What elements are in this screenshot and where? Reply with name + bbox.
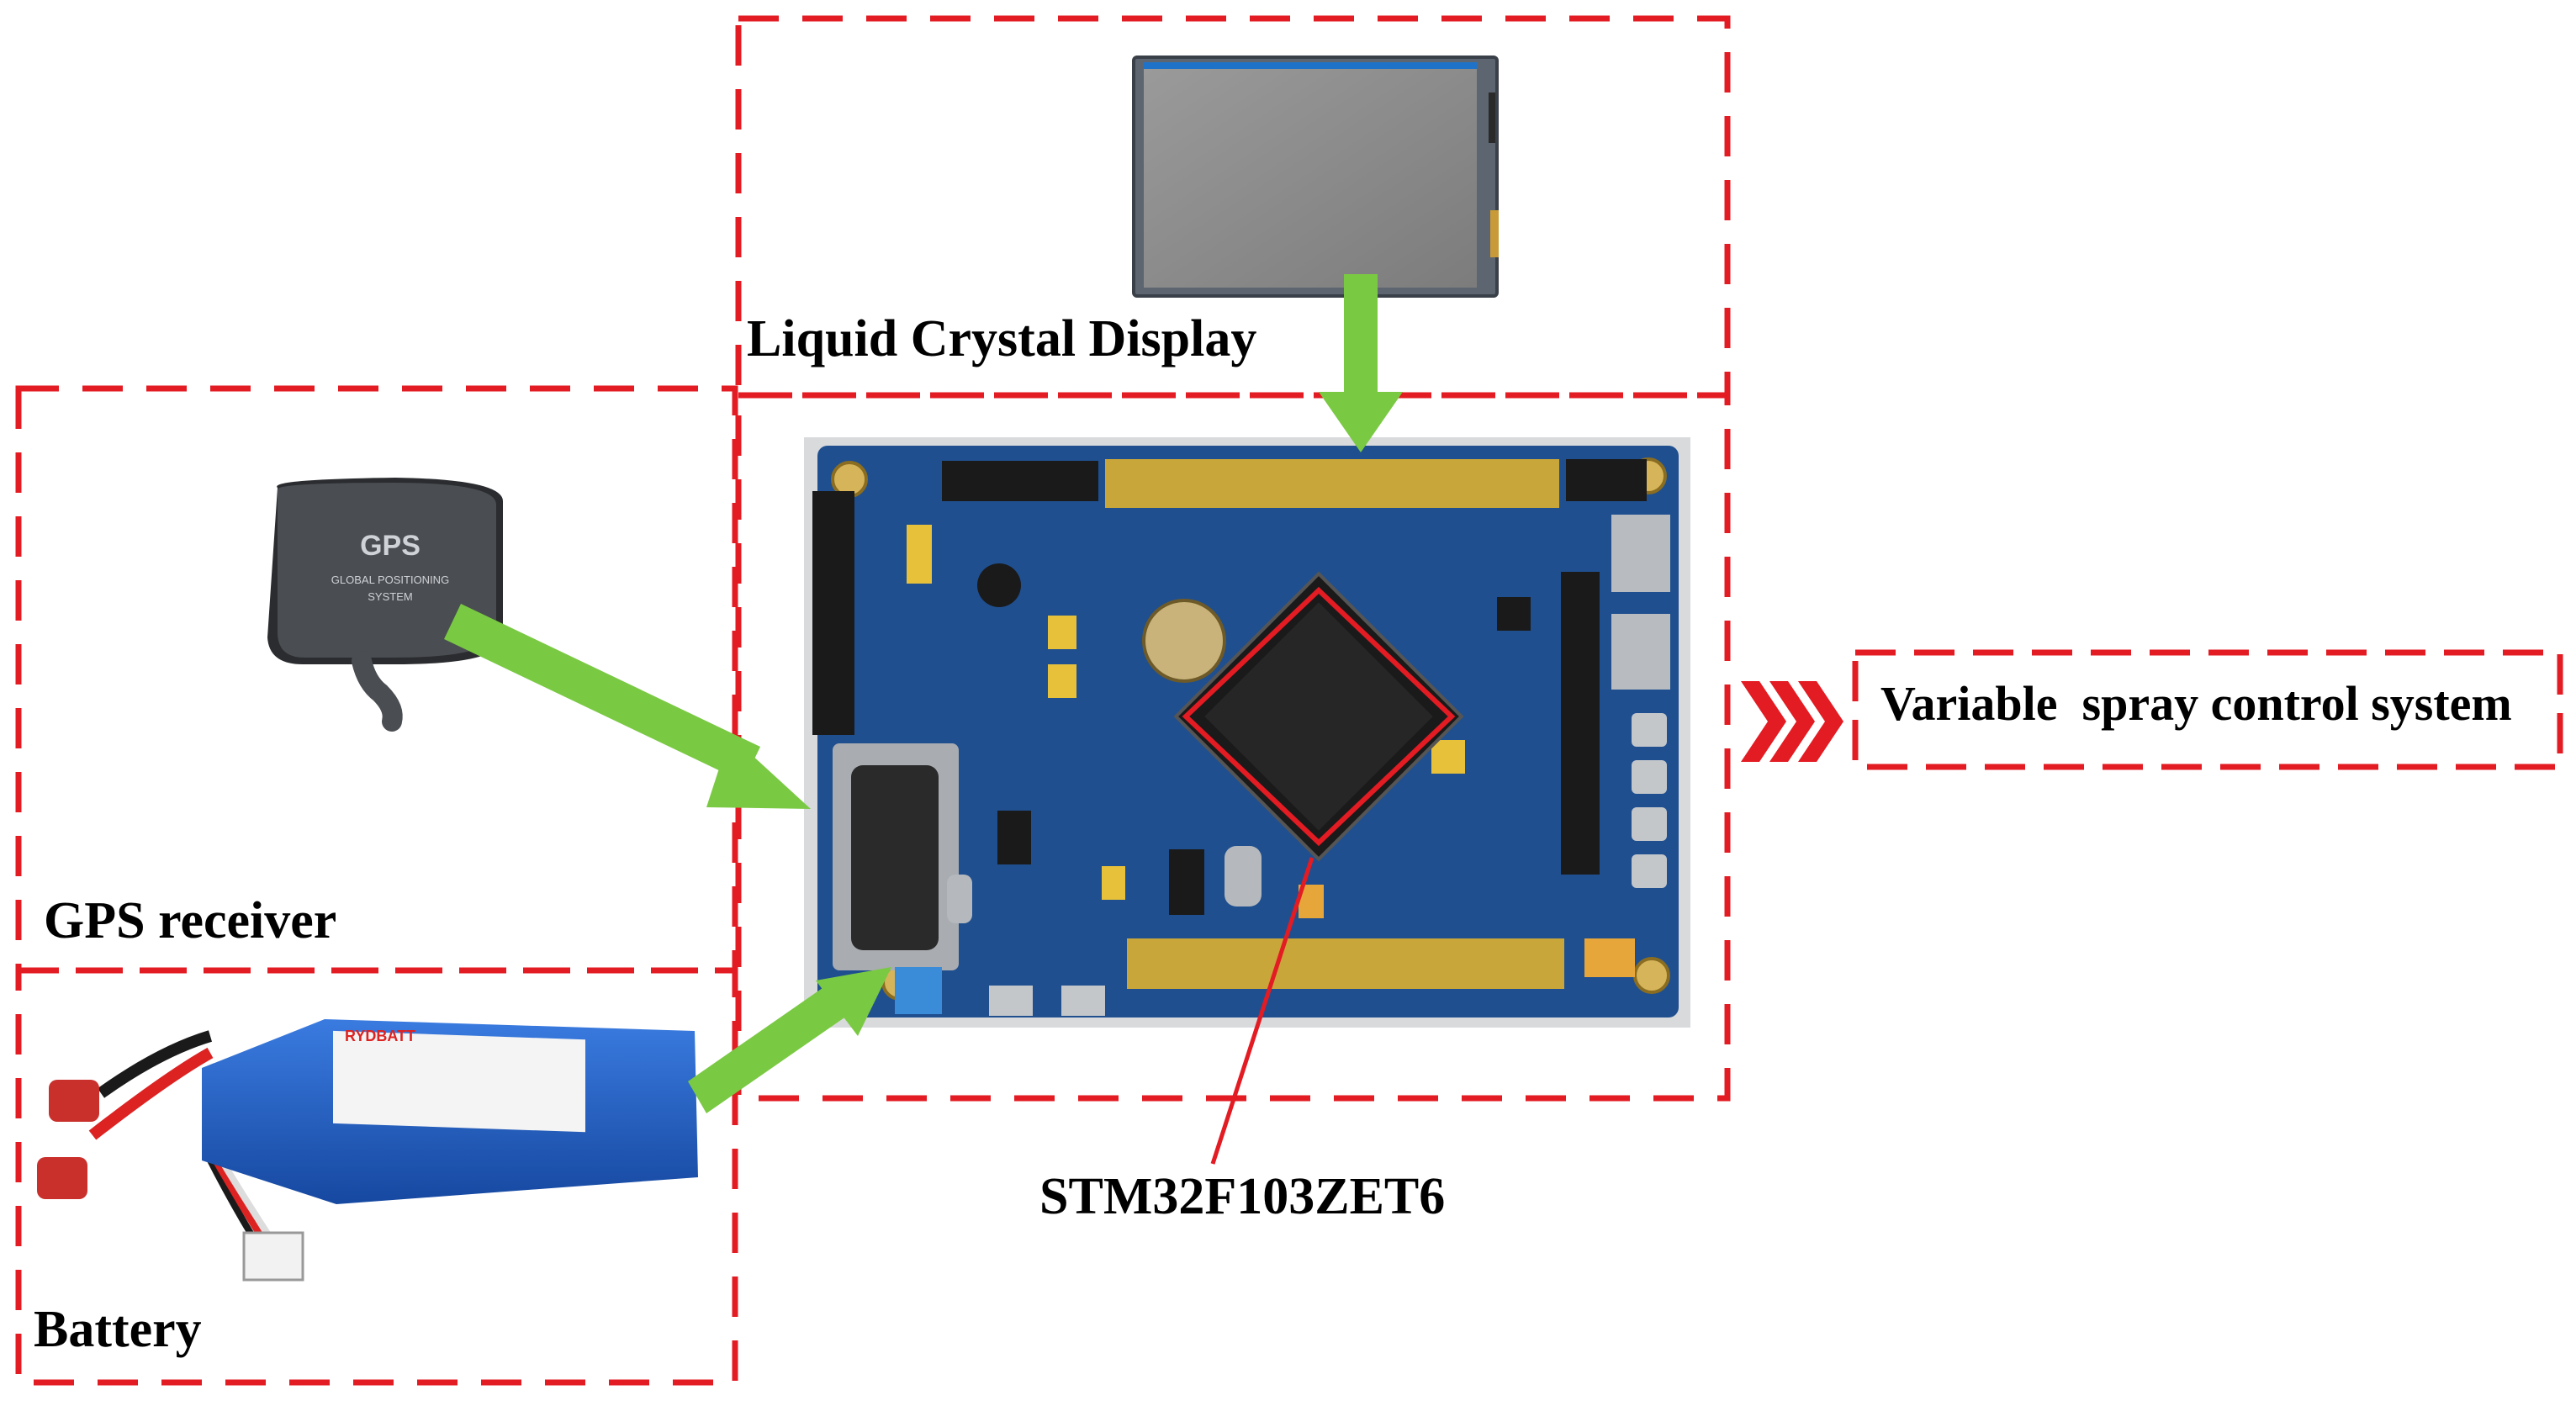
chevron-arrows-output <box>1741 681 1843 762</box>
label-lcd: Liquid Crystal Display <box>747 310 1257 367</box>
gps-antenna-image: GPS GLOBAL POSITIONING SYSTEM <box>267 478 503 732</box>
dashed-box-lcd <box>735 15 1731 399</box>
label-output-system: Variable spray control system <box>1880 676 2512 731</box>
dashed-box-battery <box>15 967 738 1386</box>
gps-device-text-3: SYSTEM <box>368 590 412 603</box>
label-gps-receiver: GPS receiver <box>44 892 337 949</box>
label-chip: STM32F103ZET6 <box>1039 1168 1446 1225</box>
label-battery: Battery <box>34 1301 202 1358</box>
battery-brand-text: RYDBATT <box>345 1028 415 1044</box>
chip-callout-line <box>1210 857 1314 1165</box>
gps-device-text-1: GPS <box>360 530 421 562</box>
battery-pack-image: RYDBATT <box>37 1019 698 1282</box>
controller-board-image <box>804 437 1690 1028</box>
dashed-box-gps <box>15 385 738 974</box>
arrow-lcd-to-board <box>1319 274 1403 452</box>
arrow-gps-to-board <box>444 604 811 809</box>
gps-device-text-2: GLOBAL POSITIONING <box>331 574 449 586</box>
arrow-battery-to-board <box>688 967 891 1113</box>
lcd-screen-image <box>1132 56 1499 298</box>
chip-highlight-outline <box>1182 586 1456 847</box>
